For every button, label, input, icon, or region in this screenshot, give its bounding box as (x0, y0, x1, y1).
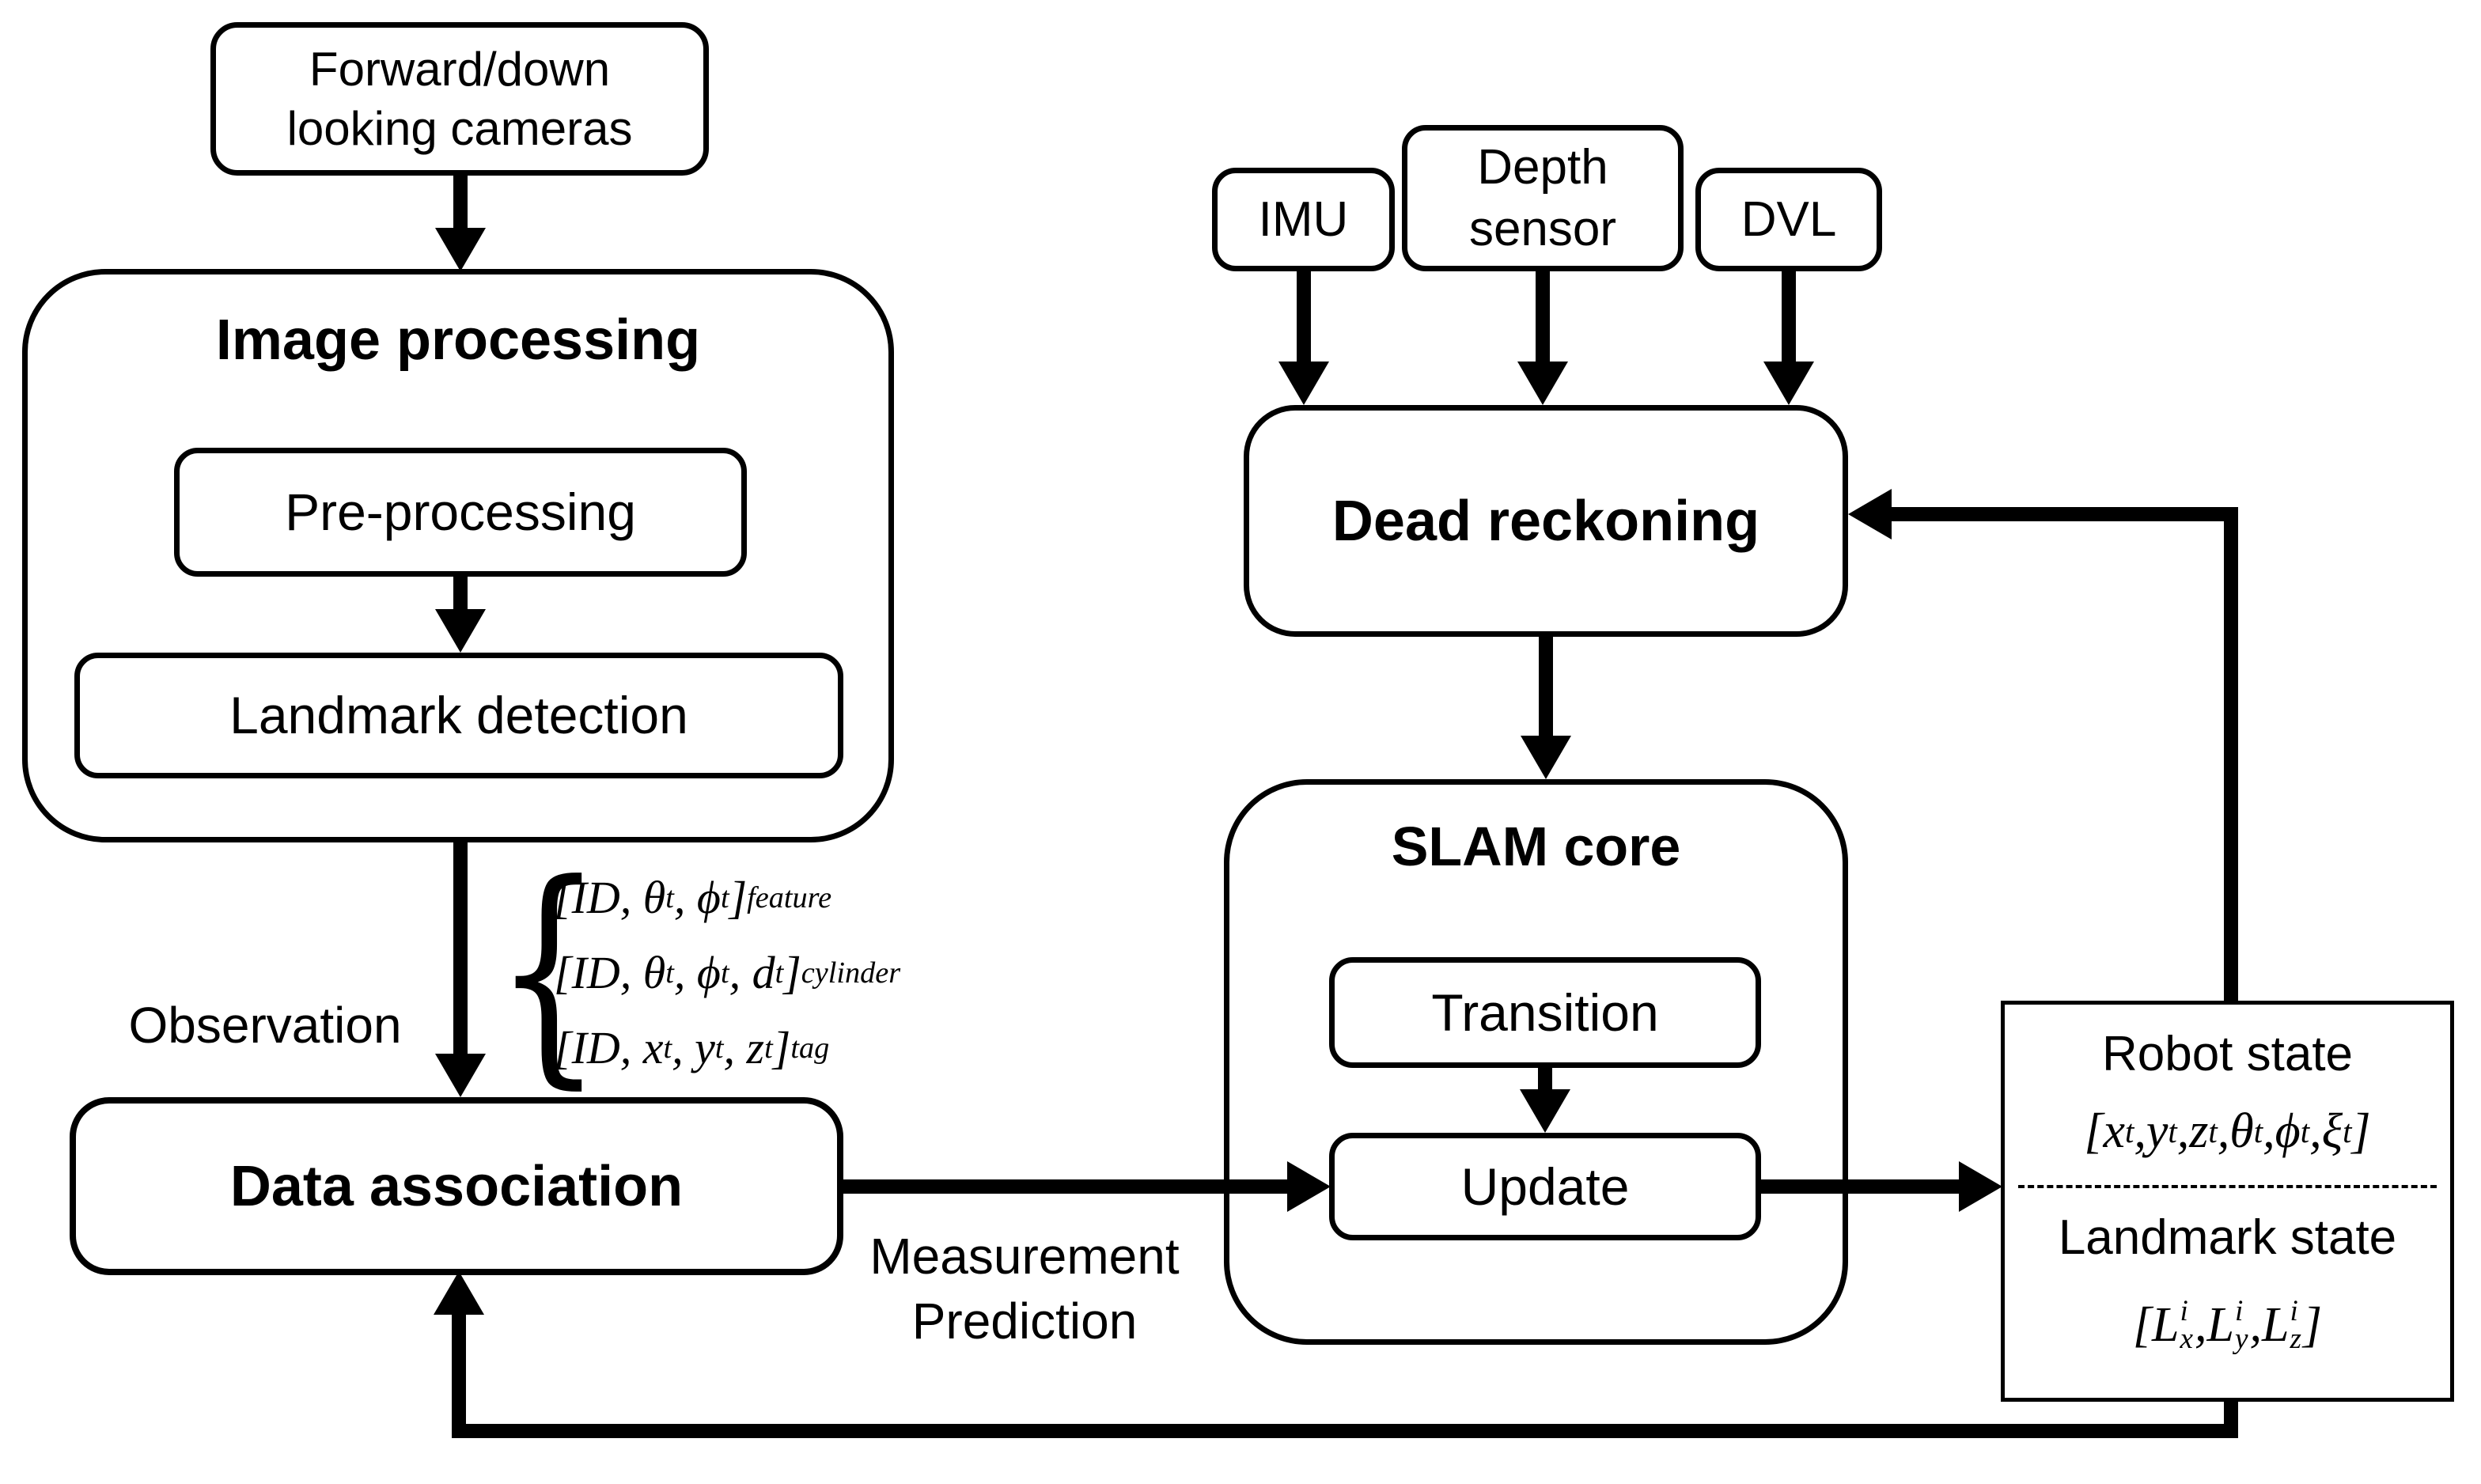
depth-sensor-node: Depth sensor (1402, 125, 1684, 271)
arrow-cameras-to-imageprocessing-head (435, 228, 486, 271)
landmark-state-title: Landmark state (2001, 1208, 2454, 1267)
data-association-node: Data association (70, 1097, 843, 1275)
dead-reckoning-node: Dead reckoning (1244, 405, 1848, 637)
transition-label: Transition (1431, 982, 1659, 1042)
arrow-transition-to-update-head (1520, 1089, 1570, 1133)
dead-reckoning-label: Dead reckoning (1331, 489, 1760, 553)
arrow-depth-to-deadreckoning-head (1517, 362, 1568, 405)
observation-brace: { (494, 853, 603, 1090)
dvl-node: DVL (1695, 168, 1882, 271)
landmark-detection-label: Landmark detection (229, 686, 688, 745)
arrow-depth-to-deadreckoning-shaft (1536, 270, 1550, 364)
arrow-update-to-statebox-head (1959, 1161, 2002, 1212)
arrow-dataassociation-to-update-shaft (842, 1179, 1287, 1194)
pre-processing-label: Pre-processing (285, 483, 636, 542)
update-node: Update (1329, 1133, 1761, 1240)
feedback-statebox-to-deadreckoning-horizontal (1892, 507, 2238, 521)
slam-core-title: SLAM core (1263, 811, 1809, 882)
image-processing-title: Image processing (62, 305, 854, 376)
arrow-dvl-to-deadreckoning-shaft (1782, 270, 1796, 364)
feedback-statebox-to-deadreckoning-vertical (2224, 507, 2238, 1002)
update-label: Update (1460, 1157, 1630, 1216)
cameras-node: Forward/down looking cameras (210, 22, 709, 176)
imu-node: IMU (1212, 168, 1395, 271)
state-box (2001, 1001, 2454, 1402)
arrow-dvl-to-deadreckoning-head (1763, 362, 1814, 405)
arrow-update-to-statebox-shaft (1759, 1179, 1959, 1194)
image-processing-title-text: Image processing (215, 309, 701, 372)
arrow-dataassociation-to-update-head (1287, 1161, 1331, 1212)
feedback-statebox-to-dataassociation-vertical-left (452, 1313, 466, 1432)
arrow-cameras-to-imageprocessing-shaft (453, 172, 468, 229)
robot-state-title: Robot state (2001, 1024, 2454, 1084)
arrow-imageprocessing-to-dataassociation-head (435, 1054, 486, 1097)
arrow-transition-to-update-shaft (1538, 1066, 1552, 1093)
robot-state-title-text: Robot state (2101, 1027, 2354, 1081)
slam-core-title-text: SLAM core (1391, 816, 1681, 877)
depth-sensor-label: Depth sensor (1468, 140, 1617, 256)
arrow-deadreckoning-to-slamcore-shaft (1539, 635, 1553, 738)
observation-label: Observation (79, 997, 451, 1054)
pre-processing-node: Pre-processing (174, 448, 747, 577)
feedback-statebox-to-dataassociation-horizontal (452, 1424, 2238, 1438)
data-association-label: Data association (229, 1154, 684, 1218)
observation-brace-glyph: { (494, 833, 604, 1109)
transition-node: Transition (1329, 957, 1761, 1068)
imu-label: IMU (1258, 191, 1349, 247)
arrow-imu-to-deadreckoning-head (1278, 362, 1329, 405)
feedback-statebox-to-deadreckoning-head (1848, 489, 1892, 539)
arrow-imageprocessing-to-dataassociation-shaft (453, 841, 468, 1058)
arrow-preprocessing-to-landmark-head (435, 609, 486, 653)
cameras-label: Forward/down looking cameras (286, 43, 633, 155)
state-box-divider (2018, 1185, 2437, 1188)
dvl-label: DVL (1740, 191, 1837, 247)
arrow-imu-to-deadreckoning-shaft (1297, 270, 1311, 364)
observation-label-text: Observation (128, 997, 402, 1054)
feedback-statebox-to-dataassociation-head (434, 1271, 484, 1315)
arrow-deadreckoning-to-slamcore-head (1521, 736, 1571, 779)
measurement-prediction-text: Measurement Prediction (869, 1228, 1180, 1350)
arrow-preprocessing-to-landmark-shaft (453, 575, 468, 613)
landmark-state-title-text: Landmark state (2058, 1210, 2397, 1265)
measurement-prediction-label: Measurement Prediction (858, 1222, 1191, 1357)
landmark-detection-node: Landmark detection (74, 653, 843, 778)
